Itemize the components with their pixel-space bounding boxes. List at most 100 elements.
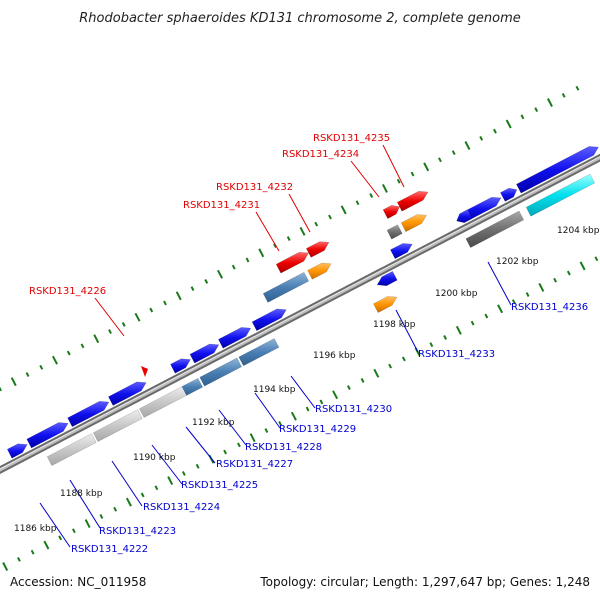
tick-mark <box>410 171 415 177</box>
tick-mark <box>30 549 35 555</box>
gene-feature[interactable] <box>386 224 403 240</box>
tick-mark <box>25 372 30 377</box>
gene-label[interactable]: RSKD131_4225 <box>181 480 258 491</box>
gene-feature[interactable] <box>108 381 147 406</box>
tick-mark <box>249 433 256 443</box>
tick-mark <box>455 325 462 335</box>
tick-mark <box>149 307 154 313</box>
gene-feature[interactable] <box>305 241 330 258</box>
tick-mark <box>264 428 269 433</box>
gene-feature[interactable] <box>46 433 97 466</box>
gene-label[interactable]: RSKD131_4236 <box>511 302 588 313</box>
tick-mark <box>0 386 2 392</box>
gene-feature[interactable] <box>465 210 525 248</box>
gene-feature[interactable] <box>456 209 473 223</box>
tick-mark <box>382 183 388 193</box>
kbp-marker: 1198 kbp <box>373 320 416 330</box>
tick-mark <box>258 248 265 258</box>
label-connector <box>382 144 405 188</box>
tick-mark <box>154 485 159 491</box>
gene-feature[interactable] <box>199 357 242 387</box>
gene-feature[interactable] <box>516 146 599 194</box>
gene-label[interactable]: RSKD131_4234 <box>282 149 359 160</box>
tick-mark <box>299 226 306 236</box>
gene-feature[interactable] <box>275 251 310 274</box>
kbp-marker: 1186 kbp <box>14 524 57 534</box>
gene-label[interactable]: RSKD131_4223 <box>99 526 176 537</box>
kbp-scale: 1186 kbp 1188 kbp 1190 kbp 1192 kbp 1194… <box>14 226 600 534</box>
gene-feature[interactable] <box>238 338 280 367</box>
tick-mark <box>278 420 282 426</box>
gene-feature[interactable] <box>500 187 518 202</box>
gene-feature[interactable] <box>67 401 110 428</box>
kbp-marker: 1190 kbp <box>133 453 176 463</box>
gene-feature[interactable] <box>307 262 332 280</box>
gene-feature[interactable] <box>6 443 28 459</box>
gene-feature[interactable] <box>181 377 203 396</box>
gene-feature[interactable] <box>170 358 191 374</box>
tick-mark <box>10 377 17 387</box>
tick-mark <box>217 269 223 279</box>
gene-feature[interactable] <box>251 308 287 332</box>
tick-mark <box>2 562 9 571</box>
tick-mark <box>113 506 118 512</box>
gene-feature[interactable] <box>92 409 143 442</box>
tick-mark <box>443 335 447 340</box>
tick-mark <box>566 270 571 276</box>
tick-mark <box>332 390 339 400</box>
gene-feature[interactable] <box>373 296 398 313</box>
chromosome-backbone <box>0 153 600 474</box>
tick-mark <box>438 157 442 163</box>
kbp-marker: 1204 kbp <box>557 226 600 236</box>
gene-label[interactable]: RSKD131_4235 <box>313 133 390 144</box>
tick-mark <box>190 286 195 292</box>
gene-feature[interactable] <box>390 243 413 260</box>
gene-label[interactable]: RSKD131_4227 <box>216 459 293 470</box>
tick-mark <box>484 313 489 319</box>
gene-feature[interactable] <box>376 270 398 286</box>
tick-mark <box>237 442 241 448</box>
tick-mark <box>547 98 553 107</box>
position-marker-icon <box>141 366 148 377</box>
gene-feature[interactable] <box>262 271 310 303</box>
tick-mark <box>286 236 291 241</box>
gene-feature[interactable] <box>189 343 220 364</box>
gene-feature[interactable] <box>218 327 252 349</box>
tick-mark <box>470 320 475 326</box>
kbp-marker: 1192 kbp <box>192 418 235 428</box>
label-connector <box>94 297 125 337</box>
gene-feature[interactable] <box>396 190 429 212</box>
tick-mark <box>108 329 112 334</box>
gene-label[interactable]: RSKD131_4222 <box>71 544 148 555</box>
tick-mark <box>553 277 557 283</box>
tick-mark <box>373 368 380 378</box>
map-title: Rhodobacter sphaeroides KD131 chromosome… <box>79 11 520 26</box>
gene-label[interactable]: RSKD131_4233 <box>418 349 495 360</box>
gene-features <box>6 146 599 466</box>
tick-mark <box>84 519 91 529</box>
gene-feature[interactable] <box>382 205 400 219</box>
tick-mark <box>39 364 44 370</box>
gene-label[interactable]: RSKD131_4224 <box>143 502 220 513</box>
tick-mark <box>340 205 347 215</box>
gene-feature[interactable] <box>525 173 596 217</box>
label-connector <box>254 392 281 429</box>
gene-label[interactable]: RSKD131_4229 <box>279 424 356 435</box>
accession-text: Accession: NC_011958 <box>10 575 146 589</box>
tick-mark <box>561 92 566 98</box>
label-connector <box>218 409 247 446</box>
tick-rings <box>0 85 599 571</box>
tick-mark <box>355 200 360 206</box>
gene-feature[interactable] <box>26 422 69 449</box>
gene-feature[interactable] <box>400 214 428 233</box>
tick-mark <box>231 264 236 270</box>
gene-label[interactable]: RSKD131_4230 <box>315 404 392 415</box>
gene-label[interactable]: RSKD131_4228 <box>245 442 322 453</box>
gene-label[interactable]: RSKD131_4231 <box>183 200 260 211</box>
tick-mark <box>401 356 406 362</box>
gene-label[interactable]: RSKD131_4226 <box>29 286 106 297</box>
tick-mark <box>52 355 58 365</box>
tick-mark <box>575 85 580 91</box>
gene-label[interactable]: RSKD131_4232 <box>216 182 293 193</box>
